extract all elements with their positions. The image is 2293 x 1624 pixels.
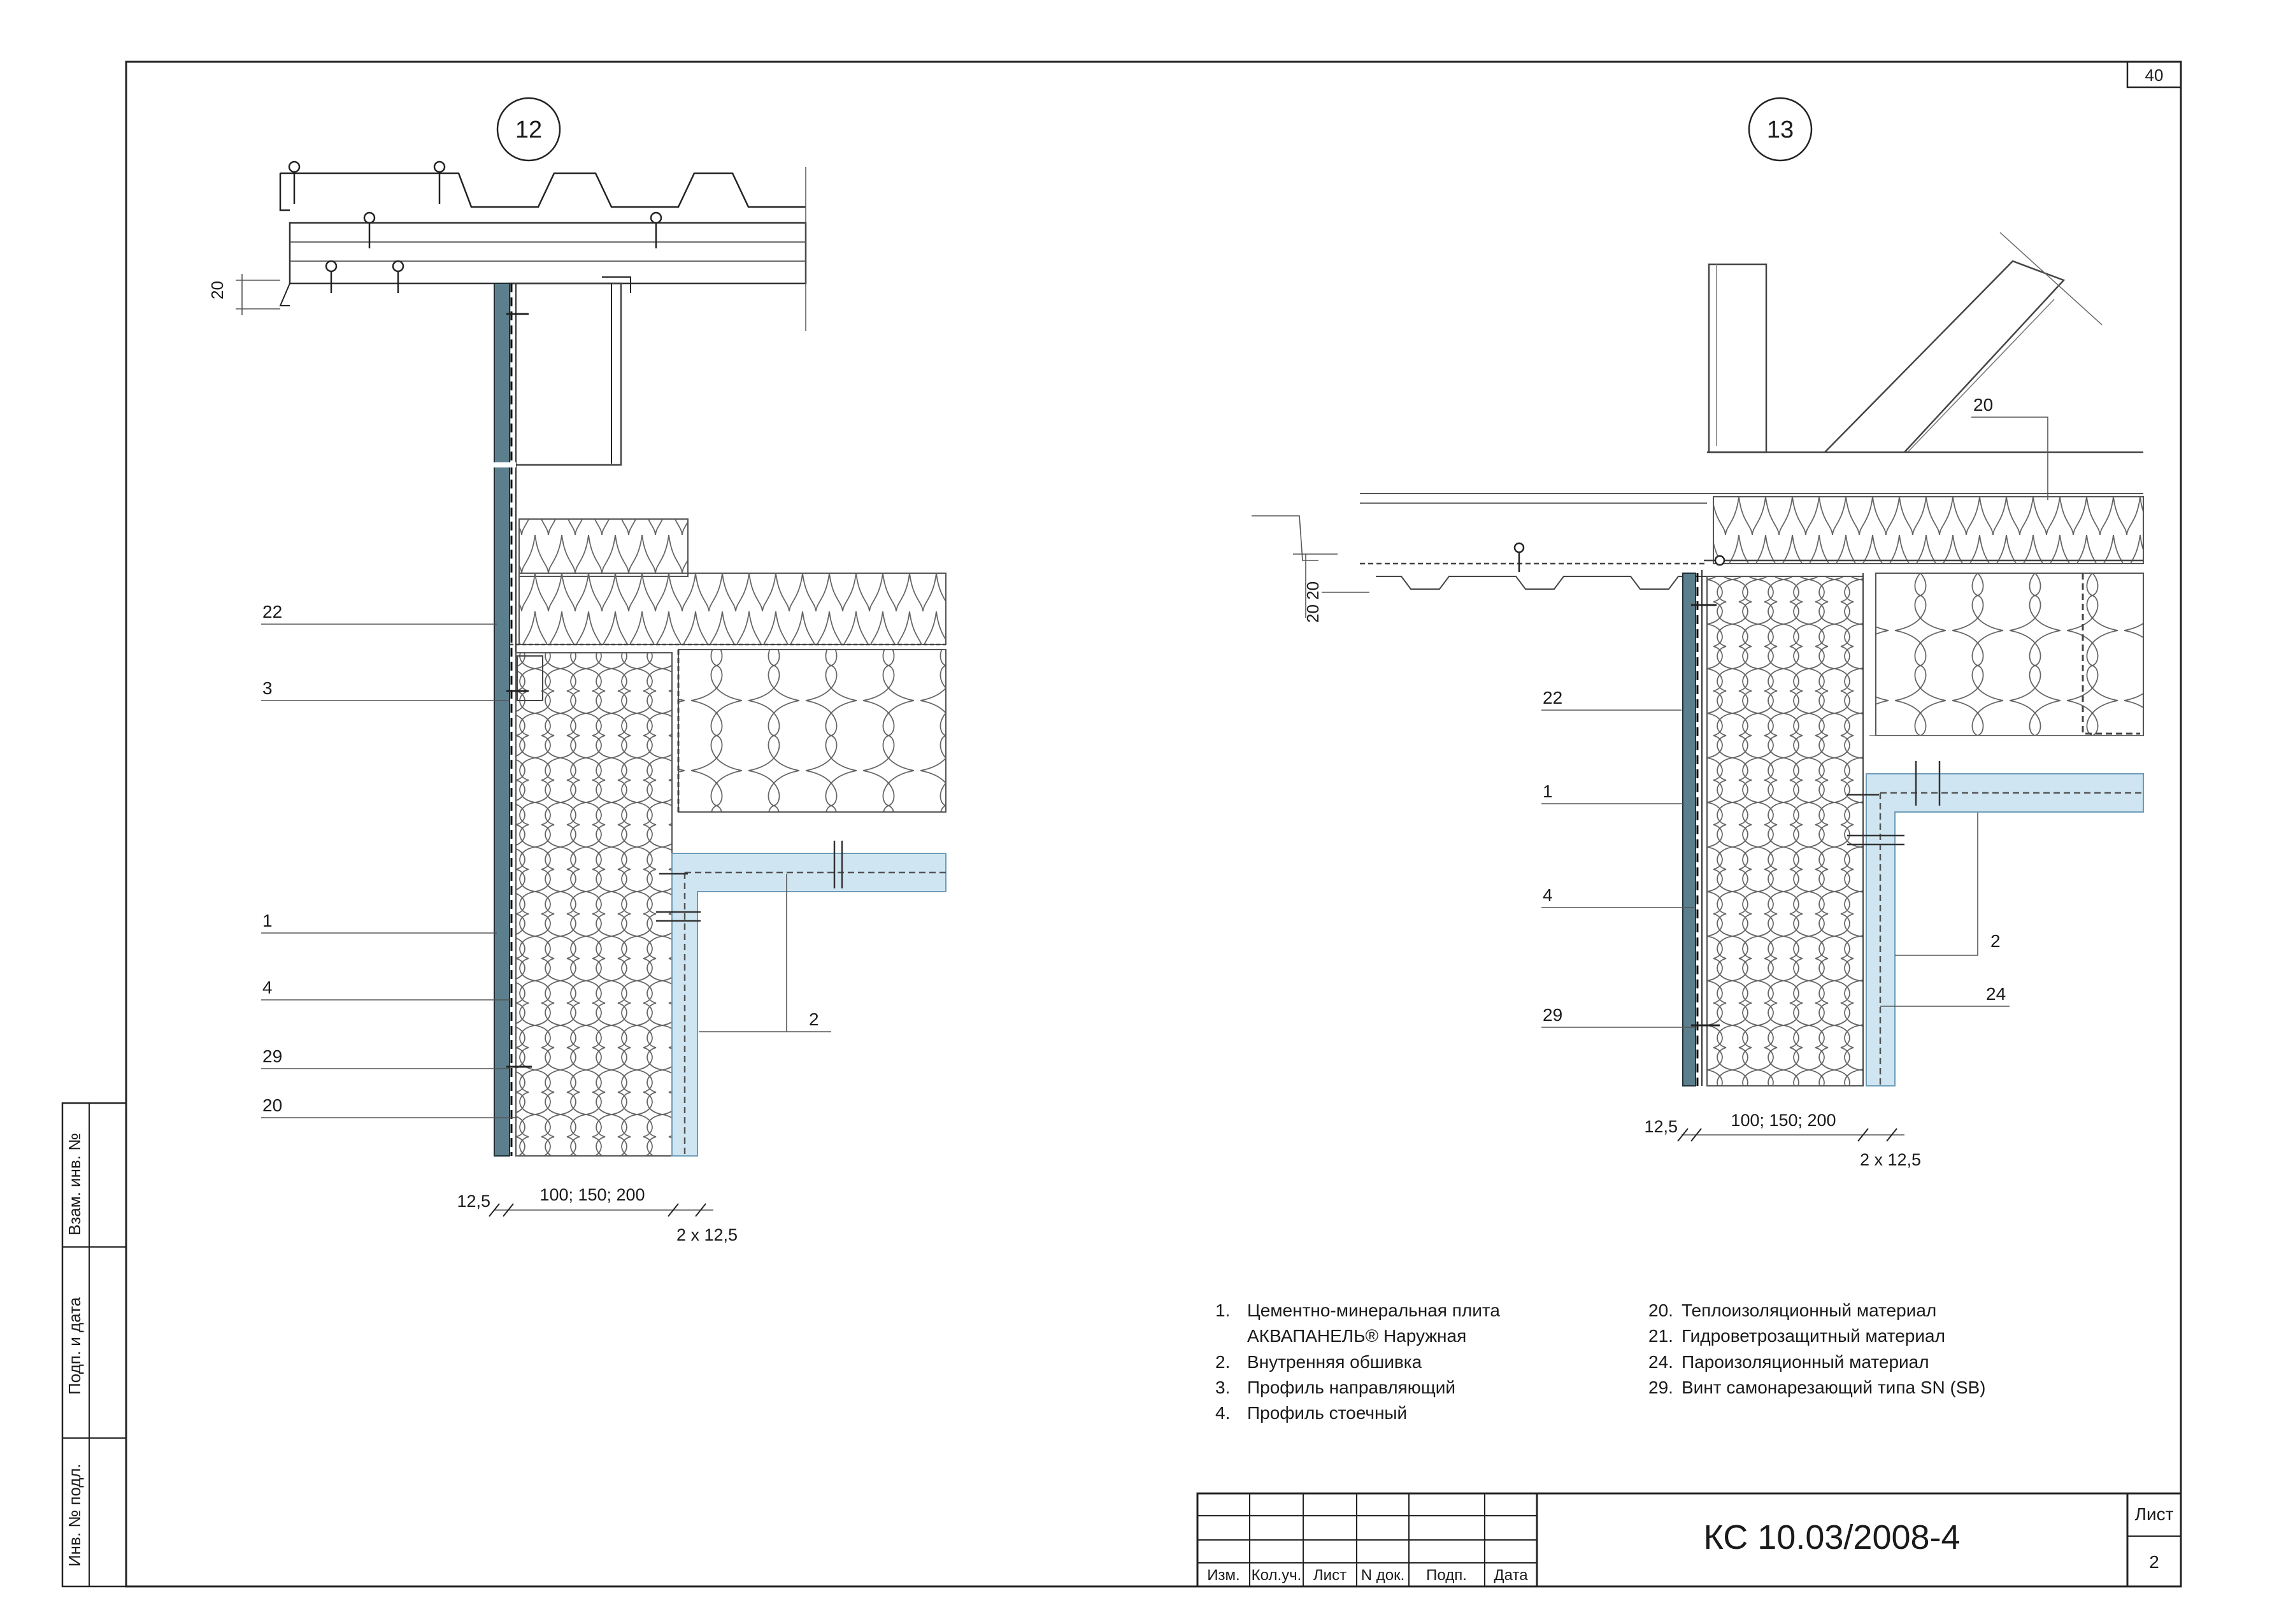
document-code: КС 10.03/2008-4 [1703, 1518, 1960, 1556]
detail-13-callout-1: 1 [1543, 781, 1553, 801]
stamp-replaced: Взам. инв. № [65, 1133, 84, 1236]
detail-12-interior-lining [671, 853, 946, 1157]
detail-12-callout-1: 1 [262, 911, 273, 930]
detail-12-callout-29: 29 [262, 1046, 282, 1066]
detail-12-callout-4: 4 [262, 978, 273, 997]
legend-left-text-1: АКВАПАНЕЛЬ® Наружная [1247, 1326, 1466, 1346]
detail-12-dim-top: 20 [208, 281, 227, 299]
detail-13-callout-24: 24 [1986, 984, 2006, 1004]
legend-left-num-0: 1. [1215, 1300, 1230, 1320]
side-stamp: Взам. инв. № Подп. и дата Инв. № подл. [61, 1102, 127, 1588]
detail-12-callout-22: 22 [262, 602, 282, 622]
title-col-list: Лист [1313, 1567, 1347, 1584]
legend-left-text-4: Профиль стоечный [1247, 1403, 1407, 1423]
detail-12-callout-20: 20 [262, 1095, 282, 1115]
legend-right-num-0: 20. [1648, 1300, 1673, 1320]
legend-left-text-0: Цементно-минеральная плита [1247, 1300, 1500, 1320]
title-block: Изм. Кол.уч. Лист N док. Подп. Дата КС 1… [1196, 1492, 2182, 1588]
legend-right-text-0: Теплоизоляционный материал [1682, 1300, 1936, 1320]
detail-12-callout-3: 3 [262, 678, 273, 698]
detail-13-interior-lining [1866, 773, 2144, 1086]
legend-right-text-1: Гидроветрозащитный материал [1682, 1326, 1945, 1346]
legend-right-text-3: Винт самонарезающий типа SN (SB) [1682, 1378, 1986, 1397]
detail-13-dim-panel: 12,5 [1644, 1117, 1678, 1136]
legend-left-num-2: 2. [1215, 1352, 1230, 1372]
detail-12-dim-insulation: 100; 150; 200 [539, 1185, 645, 1204]
detail-13-aquapanel [1682, 573, 1696, 1086]
title-col-izm: Изм. [1207, 1567, 1239, 1584]
stamp-original: Инв. № подл. [65, 1464, 84, 1567]
detail-13: 13 20 20 [1252, 97, 2144, 1169]
legend-left-text-2: Внутренняя обшивка [1247, 1352, 1422, 1372]
title-col-koluch: Кол.уч. [1252, 1567, 1302, 1584]
detail-13-dim-lining: 2 х 12,5 [1860, 1150, 1921, 1169]
detail-13-callout-22: 22 [1543, 688, 1562, 708]
detail-12-dim-lining: 2 х 12,5 [676, 1225, 738, 1244]
sheet-label: Лист [2135, 1504, 2174, 1524]
legend-left-num-4: 4. [1215, 1403, 1230, 1423]
detail-13-callout-20: 20 [1973, 395, 1993, 415]
detail-13-callout-4: 4 [1543, 885, 1553, 905]
sheet-number: 2 [2149, 1552, 2159, 1572]
detail-13-dim-insulation: 100; 150; 200 [1731, 1111, 1836, 1130]
page-number: 40 [2145, 66, 2164, 85]
legend: 1. Цементно-минеральная плита АКВАПАНЕЛЬ… [1215, 1300, 1986, 1423]
detail-12-dim-panel: 12,5 [457, 1192, 490, 1211]
legend-left-text-3: Профиль направляющий [1247, 1378, 1455, 1397]
title-col-ndok: N док. [1361, 1567, 1405, 1584]
legend-right-num-1: 21. [1648, 1326, 1673, 1346]
sheet-frame [125, 61, 2182, 1588]
detail-13-number: 13 [1767, 117, 1794, 143]
detail-13-dim-top: 20 20 [1303, 581, 1322, 623]
detail-12-callout-2: 2 [809, 1009, 819, 1029]
legend-left-num-3: 3. [1215, 1378, 1230, 1397]
detail-12-number: 12 [515, 117, 542, 143]
title-col-data: Дата [1494, 1567, 1528, 1584]
page-number-box [2126, 61, 2182, 89]
legend-right-num-2: 24. [1648, 1352, 1673, 1372]
title-col-podp: Подп. [1426, 1567, 1467, 1584]
detail-13-marker [1748, 97, 1813, 162]
legend-right-text-2: Пароизоляционный материал [1682, 1352, 1929, 1372]
detail-13-callout-29: 29 [1543, 1005, 1562, 1025]
stamp-signature: Подп. и дата [65, 1297, 84, 1395]
detail-12: 12 20 [208, 97, 946, 1244]
detail-13-callout-2: 2 [1990, 931, 2001, 951]
detail-12-marker [496, 97, 561, 162]
detail-12-aquapanel [494, 283, 510, 1157]
legend-right-num-3: 29. [1648, 1378, 1673, 1397]
